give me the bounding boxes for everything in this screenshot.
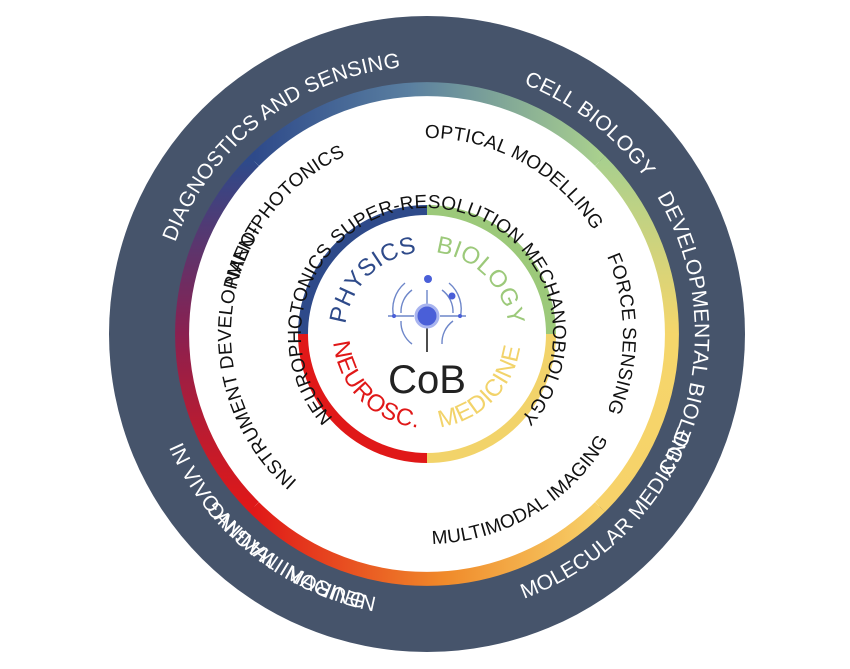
center-title: CoB [388, 358, 466, 402]
inner-ring-biology [426, 205, 556, 335]
inner-ring-physics [298, 205, 428, 335]
inner-ring [298, 205, 556, 463]
inner-ring-neurosc [298, 333, 428, 463]
inner-ring-medicine [426, 333, 556, 463]
neuron-icon [388, 275, 466, 352]
second-ring [175, 82, 679, 586]
